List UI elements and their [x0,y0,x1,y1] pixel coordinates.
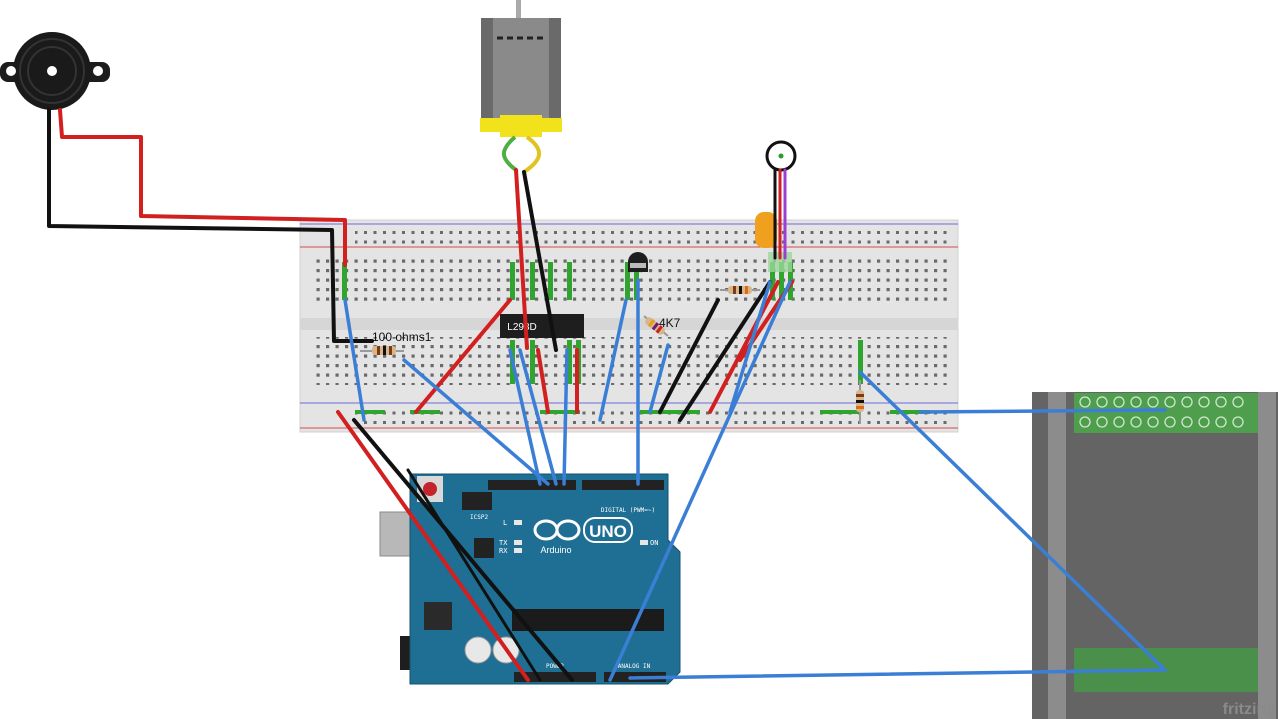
resistor-4k7 [643,315,669,337]
arduino-brand: Arduino [540,545,571,555]
resistor-100 [360,346,404,355]
arduino-digital-label: DIGITAL (PWM=~) [601,507,655,514]
wire-buzzer-black [47,108,374,343]
arduino-model: UNO [589,522,627,541]
arduino-icsp-label: ICSP2 [470,514,488,521]
arduino-analog-label: ANALOG IN [618,663,651,670]
textile-sensor [1032,392,1278,719]
arduino-rx-label: RX [499,547,508,555]
piezo-buzzer [0,32,110,110]
wire-motor-red [514,168,529,350]
fritzing-watermark: fritzing [1223,701,1276,718]
resistor-vertical [856,380,864,424]
transistor [628,252,648,272]
resistor-4k7-label: 4K7 [659,316,681,330]
arduino-uno: UNO Arduino DIGITAL (PWM=~) ANALOG IN PO… [379,473,681,685]
wires [47,108,1167,682]
arduino-on-label: ON [650,539,658,547]
reset-button [423,482,437,496]
arduino-tx-label: TX [499,539,508,547]
wire-buzzer-red [58,108,347,267]
arduino-l-label: L [503,519,507,527]
wire-motor-black [522,170,558,352]
l293d-ic: L293D [500,314,584,338]
resistor-sensor [720,286,760,294]
arduino-power-label: POWER [546,663,564,670]
atmega-chip [512,609,664,631]
resistor-100-label: 100 ohms1 [372,330,432,344]
dc-motor [480,0,562,174]
ic-label: L293D [507,322,536,333]
breadboard [299,219,959,433]
